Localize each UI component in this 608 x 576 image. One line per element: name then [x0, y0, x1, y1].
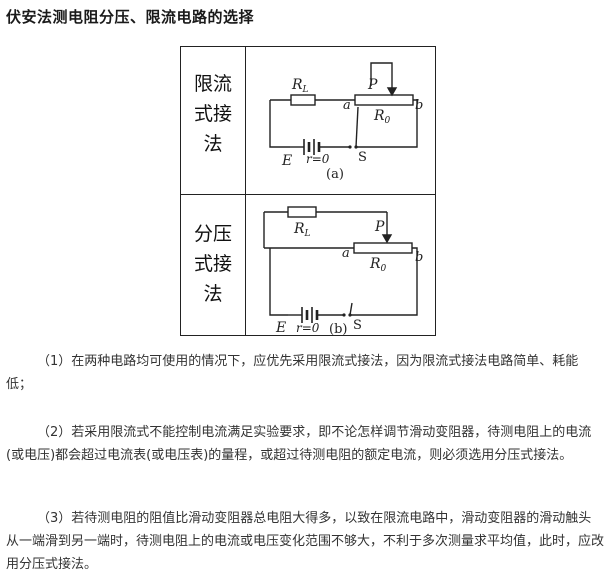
slider-p-label: P — [367, 77, 378, 93]
switch-blade — [349, 302, 353, 316]
slider-wire — [370, 62, 393, 93]
wire — [350, 247, 418, 316]
resistor-rl-label: RL — [291, 77, 309, 95]
switch-contact — [342, 313, 346, 317]
emf-e-label: E — [275, 320, 286, 335]
resistor-rl-symbol — [287, 206, 317, 218]
resistor-rl-symbol — [290, 94, 316, 106]
resistor-rl-label: RL — [293, 221, 311, 239]
table-column-divider — [245, 47, 246, 335]
switch-contact — [348, 313, 352, 317]
wire — [269, 100, 290, 148]
slider-arrow — [386, 87, 398, 97]
current-limiting-label: 限流 式接 法 — [181, 69, 245, 159]
circuit-caption: (a) — [326, 167, 344, 182]
current-limiting-circuit-diagram: RL P a b R0 E r=0 S (a) — [269, 62, 423, 182]
switch-contact — [348, 145, 352, 149]
wire — [356, 99, 418, 148]
rheostat-r0-symbol — [354, 94, 414, 106]
page-title: 伏安法测电阻分压、限流电路的选择 — [6, 8, 255, 26]
rheostat-r0-symbol — [353, 242, 413, 254]
slider-arrow — [381, 234, 393, 244]
terminal-a-label: a — [343, 98, 351, 113]
table-row-divider — [181, 194, 435, 195]
rheostat-r0-label: R0 — [369, 256, 387, 274]
terminal-a-label: a — [342, 246, 350, 261]
circuit-caption: (b) — [329, 322, 347, 335]
voltage-divider-circuit-diagram: RL P a b R0 E r=0 S (b) — [263, 206, 423, 335]
switch-s-label: S — [353, 318, 362, 333]
slider-p-label: P — [374, 219, 385, 235]
terminal-b-label: b — [415, 98, 423, 113]
switch-contact — [354, 145, 358, 149]
label-line: 法 — [203, 133, 223, 155]
switch-s-label: S — [358, 150, 367, 165]
emf-e-label: E — [281, 153, 292, 169]
internal-resistance-label: r=0 — [306, 152, 330, 166]
wire — [269, 248, 288, 316]
internal-resistance-label: r=0 — [296, 321, 320, 335]
paragraph-1: （1）在两种电路均可使用的情况下，应优先采用限流式接法，因为限流式接法电路简单、… — [6, 354, 579, 392]
rheostat-r0-label: R0 — [373, 108, 391, 126]
paragraph-2: （2）若采用限流式不能控制电流满足实验要求，即不论怎样调节滑动变阻器，待测电阻上… — [6, 425, 592, 463]
paragraph-3: （3）若待测电阻的阻值比滑动变阻器总电阻大得多，以致在限流电路中，滑动变阻器的滑… — [6, 511, 605, 572]
label-line: 式接 — [193, 253, 232, 275]
label-line: 分压 — [193, 223, 232, 245]
label-line: 式接 — [193, 103, 232, 125]
voltage-divider-label: 分压 式接 法 — [181, 219, 245, 309]
label-line: 限流 — [193, 73, 232, 95]
terminal-b-label: b — [415, 250, 423, 265]
switch-blade — [355, 106, 359, 148]
circuit-comparison-table: 限流 式接 法 分压 式接 法 RL P a — [180, 46, 436, 336]
label-line: 法 — [203, 283, 223, 305]
